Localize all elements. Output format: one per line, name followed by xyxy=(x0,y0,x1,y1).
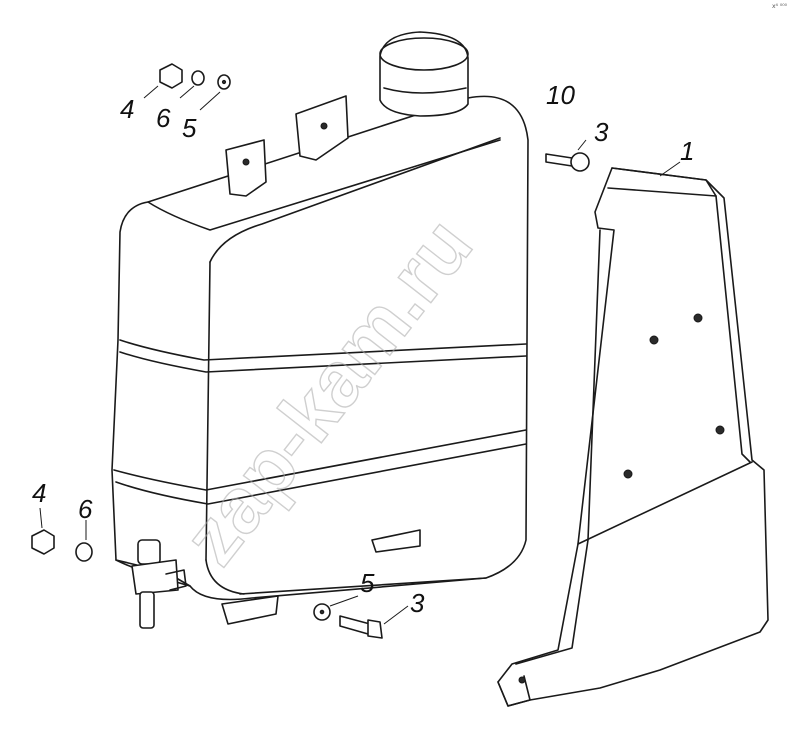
nut-icon xyxy=(159,63,183,89)
callout-4-lower: 4 xyxy=(32,478,46,508)
washer-icon xyxy=(75,542,93,562)
callout-4-upper: 4 xyxy=(120,94,134,124)
mounting-bracket-icon xyxy=(497,167,769,707)
callout-3-upper: 3 xyxy=(594,117,609,147)
corner-mark: x⁴ ⁰⁰⁰ xyxy=(772,3,788,10)
drain-tap-icon xyxy=(131,539,187,629)
bolt-icon xyxy=(339,615,383,639)
callout-6-upper: 6 xyxy=(156,103,171,133)
nut-icon xyxy=(31,529,55,555)
callout-6-lower: 6 xyxy=(78,494,93,524)
callout-5-lower: 5 xyxy=(360,568,375,598)
bolt-icon xyxy=(545,152,590,172)
washer-icon xyxy=(313,603,331,621)
callout-10: 10 xyxy=(546,80,575,110)
callout-5-upper: 5 xyxy=(182,113,197,143)
callout-1: 1 xyxy=(680,136,694,166)
washer-icon xyxy=(191,70,231,90)
water-tank-icon xyxy=(111,31,529,625)
callout-3-lower: 3 xyxy=(410,588,425,618)
leader-lines xyxy=(39,85,681,625)
